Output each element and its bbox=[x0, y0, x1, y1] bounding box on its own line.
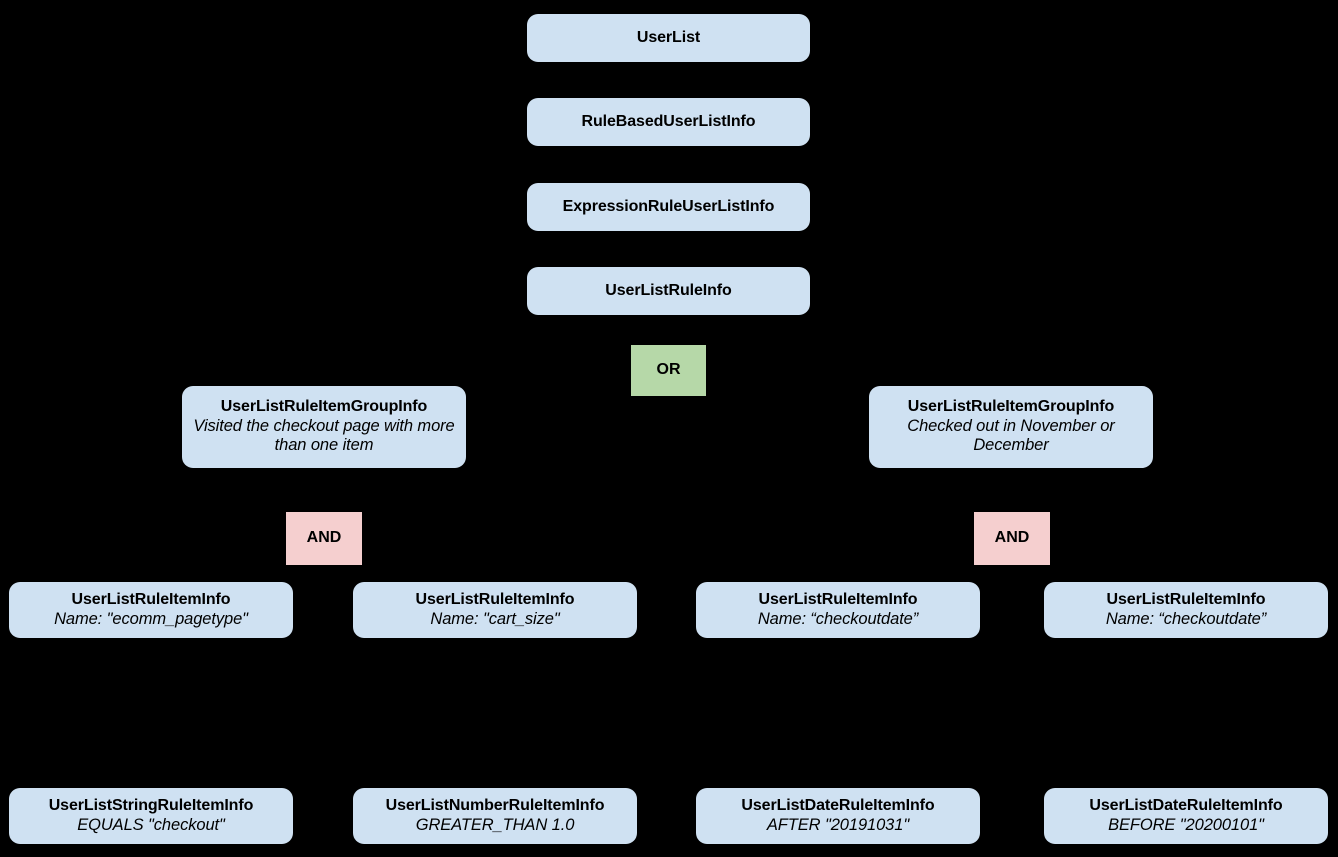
node-and-operator-left-label: AND bbox=[306, 529, 342, 547]
node-and-operator-left[interactable]: AND bbox=[286, 512, 362, 565]
node-user-list-rule-info-title: UserListRuleInfo bbox=[605, 281, 732, 299]
node-string-rule-item-info-title: UserListStringRuleItemInfo bbox=[48, 796, 254, 814]
node-rule-item-ecomm-pagetype-title: UserListRuleItemInfo bbox=[71, 590, 231, 608]
node-string-rule-item-info[interactable]: UserListStringRuleItemInfo EQUALS "check… bbox=[9, 788, 293, 844]
node-date-rule-item-info-before[interactable]: UserListDateRuleItemInfo BEFORE "2020010… bbox=[1044, 788, 1328, 844]
node-rule-item-ecomm-pagetype[interactable]: UserListRuleItemInfo Name: "ecomm_pagety… bbox=[9, 582, 293, 638]
node-group-left[interactable]: UserListRuleItemGroupInfo Visited the ch… bbox=[182, 386, 466, 468]
node-rule-item-checkoutdate-after-name: Name: “checkoutdate” bbox=[757, 609, 919, 628]
node-date-rule-item-info-before-title: UserListDateRuleItemInfo bbox=[1089, 796, 1283, 814]
node-number-rule-item-info-condition: GREATER_THAN 1.0 bbox=[415, 815, 575, 834]
edge-group-left-to-and-left bbox=[322, 467, 325, 513]
node-rule-item-checkoutdate-before-name: Name: “checkoutdate” bbox=[1105, 609, 1267, 628]
node-rule-based-user-list-info-title: RuleBasedUserListInfo bbox=[581, 112, 756, 130]
node-rule-item-cart-size-name: Name: "cart_size" bbox=[430, 609, 560, 628]
node-user-list-title: UserList bbox=[636, 28, 701, 46]
node-group-left-title: UserListRuleItemGroupInfo bbox=[220, 398, 428, 416]
node-number-rule-item-info[interactable]: UserListNumberRuleItemInfo GREATER_THAN … bbox=[353, 788, 637, 844]
edge-and-left-to-item-2 bbox=[345, 564, 496, 583]
node-rule-item-checkoutdate-after-title: UserListRuleItemInfo bbox=[758, 590, 918, 608]
node-or-operator-label: OR bbox=[656, 361, 681, 379]
node-rule-item-checkoutdate-before[interactable]: UserListRuleItemInfo Name: “checkoutdate… bbox=[1044, 582, 1328, 638]
node-user-list-rule-info[interactable]: UserListRuleInfo bbox=[527, 267, 810, 315]
node-string-rule-item-info-condition: EQUALS "checkout" bbox=[77, 815, 225, 834]
node-rule-item-checkoutdate-before-title: UserListRuleItemInfo bbox=[1106, 590, 1266, 608]
node-group-right-title: UserListRuleItemGroupInfo bbox=[907, 398, 1115, 416]
node-group-left-description: Visited the checkout page with more than… bbox=[193, 416, 455, 455]
node-rule-item-ecomm-pagetype-name: Name: "ecomm_pagetype" bbox=[54, 609, 248, 628]
node-date-rule-item-info-after-title: UserListDateRuleItemInfo bbox=[741, 796, 935, 814]
edge-and-right-to-item-4 bbox=[1034, 564, 1187, 583]
node-group-right[interactable]: UserListRuleItemGroupInfo Checked out in… bbox=[869, 386, 1153, 468]
node-rule-based-user-list-info[interactable]: RuleBasedUserListInfo bbox=[527, 98, 810, 146]
node-number-rule-item-info-title: UserListNumberRuleItemInfo bbox=[385, 796, 605, 814]
node-rule-item-cart-size[interactable]: UserListRuleItemInfo Name: "cart_size" bbox=[353, 582, 637, 638]
node-user-list[interactable]: UserList bbox=[527, 14, 810, 62]
node-or-operator[interactable]: OR bbox=[631, 345, 706, 396]
edge-and-left-to-item-1 bbox=[150, 564, 301, 583]
node-and-operator-right[interactable]: AND bbox=[974, 512, 1050, 565]
node-date-rule-item-info-after[interactable]: UserListDateRuleItemInfo AFTER "20191031… bbox=[696, 788, 980, 844]
node-and-operator-right-label: AND bbox=[994, 529, 1030, 547]
node-group-right-description: Checked out in November or December bbox=[907, 416, 1115, 455]
node-expression-rule-user-list-info[interactable]: ExpressionRuleUserListInfo bbox=[527, 183, 810, 231]
node-rule-item-checkoutdate-after[interactable]: UserListRuleItemInfo Name: “checkoutdate… bbox=[696, 582, 980, 638]
node-date-rule-item-info-after-condition: AFTER "20191031" bbox=[766, 815, 910, 834]
node-date-rule-item-info-before-condition: BEFORE "20200101" bbox=[1108, 815, 1264, 834]
edge-and-right-to-item-3 bbox=[837, 564, 989, 583]
node-rule-item-cart-size-title: UserListRuleItemInfo bbox=[415, 590, 575, 608]
node-expression-rule-user-list-info-title: ExpressionRuleUserListInfo bbox=[562, 197, 775, 215]
